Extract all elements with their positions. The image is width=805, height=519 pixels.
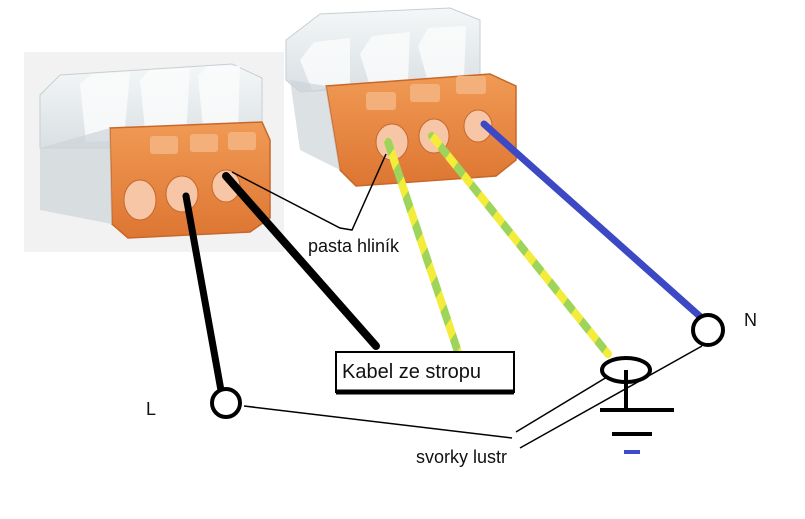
terminal-ring-icon [210, 387, 242, 419]
wire-ground-cable [384, 138, 462, 356]
label-live: L [146, 399, 156, 419]
wire-live-black [182, 192, 226, 400]
label-cable: Kabel ze stropu [342, 361, 481, 383]
wires [182, 120, 708, 400]
annotation-lines [231, 153, 703, 449]
label-neutral: N [744, 310, 757, 330]
right-wago-connector [285, 7, 517, 187]
wire-cable-black [222, 172, 380, 350]
label-paste: pasta hliník [308, 236, 400, 256]
wire-ground-lustr [428, 132, 612, 358]
left-wago-connector [24, 52, 284, 252]
ground-symbol-icon [600, 356, 674, 454]
wire-neutral-blue [480, 120, 708, 324]
label-terminals: svorky lustr [416, 447, 507, 467]
terminal-ring-icon [691, 313, 725, 347]
label-cable-box [335, 351, 515, 393]
